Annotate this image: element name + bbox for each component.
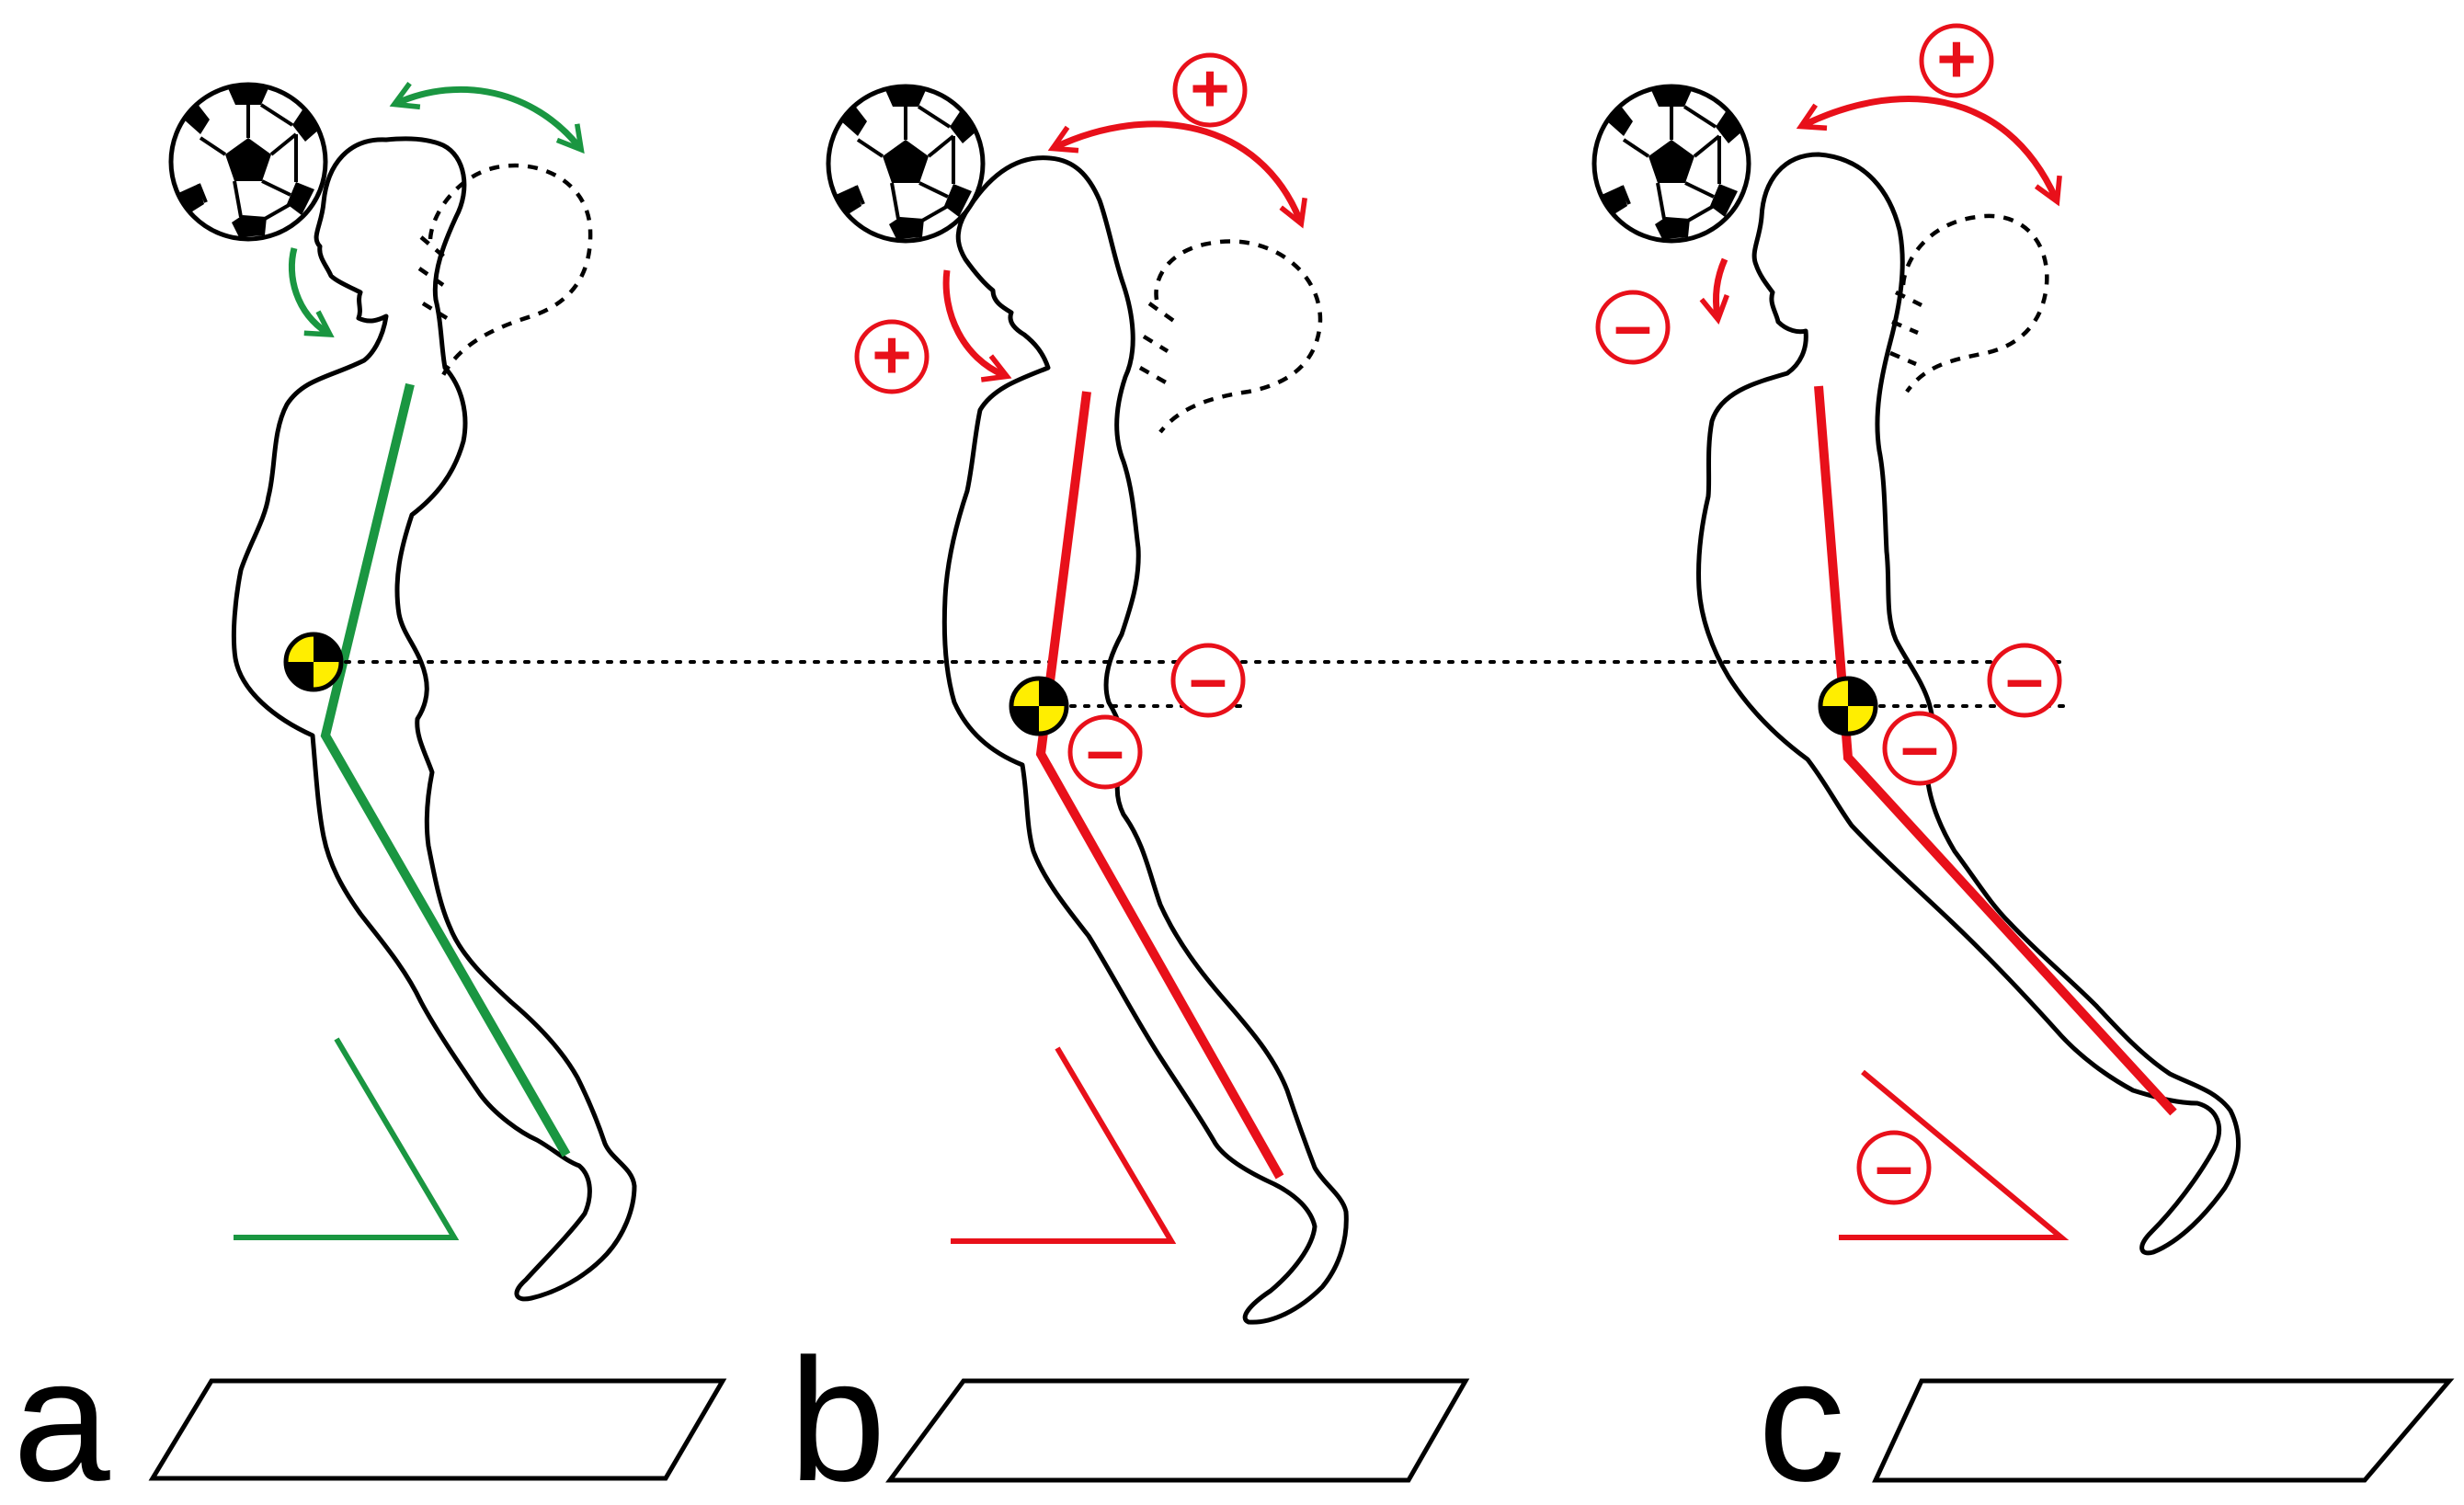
panel-a-soccer-ball-icon [171, 85, 325, 239]
panel-b-center-of-mass-sign: – [1170, 641, 1246, 718]
panel-c-body-outline [1695, 152, 2242, 1256]
panel-c-head-swing-sign: + [1919, 21, 1994, 98]
panel-a-head-start-position [428, 163, 593, 377]
panel-c-soccer-ball-icon [1594, 86, 1749, 241]
panel-a-head-swing-arrow [389, 82, 585, 154]
panel-b-center-of-gravity-marker-icon [1011, 678, 1067, 734]
panel-b-soccer-ball-icon [828, 86, 983, 241]
panel-b-lean-angle-indicator [951, 1046, 1177, 1244]
panel-b-hip-sign: – [1067, 713, 1143, 790]
panel-a-center-of-gravity-marker-icon [286, 634, 341, 690]
panel-c-hip-sign: – [1882, 709, 1957, 786]
panel-b-body-axis-line [1035, 391, 1284, 1180]
panel-a-lean-angle-indicator [234, 1037, 460, 1240]
panel-b-neck-flexion-sign: + [854, 317, 930, 394]
panel-c-lean-angle-indicator [1839, 1069, 2070, 1240]
svg-text:+: + [1936, 21, 1976, 97]
panel-a-label: a [13, 1323, 110, 1505]
panel-a-platform [148, 1378, 727, 1481]
panel-c: c + – – – – [1594, 21, 2455, 1505]
panel-b-neck-flexion-arrow [942, 269, 1012, 382]
svg-text:+: + [1190, 51, 1229, 127]
panel-c-head-swing-arrow [1796, 96, 2062, 207]
svg-text:–: – [1614, 288, 1651, 364]
panel-c-center-of-gravity-marker-icon [1820, 678, 1876, 734]
panel-c-lean-sign: – [1856, 1128, 1932, 1205]
panel-a-neck-flexion-arrow [288, 247, 335, 337]
panel-b-label: b [789, 1323, 886, 1505]
panel-c-head-start-position [1900, 213, 2049, 393]
svg-text:–: – [2005, 641, 2043, 717]
panel-c-center-of-mass-sign: – [1987, 641, 2062, 718]
panel-b-body-outline [941, 155, 1349, 1325]
panel-c-platform [1872, 1378, 2455, 1483]
panel-a: a [13, 82, 727, 1505]
panel-c-label: c [1758, 1323, 1845, 1505]
panel-a-body-axis-line [320, 382, 571, 1157]
panel-b-head-start-position [1154, 239, 1323, 434]
panel-b-head-swing-arrow [1047, 120, 1307, 229]
svg-text:–: – [1189, 641, 1226, 717]
panel-a-body-outline [231, 136, 637, 1302]
panel-b-platform [885, 1378, 1470, 1483]
panel-c-neck-flexion-arrow [1699, 257, 1729, 325]
svg-text:–: – [1086, 713, 1124, 789]
svg-text:–: – [1875, 1128, 1912, 1204]
panel-b-head-swing-sign: + [1172, 51, 1248, 128]
svg-text:–: – [1900, 709, 1938, 785]
panel-c-body-axis-line [1814, 385, 2177, 1116]
panel-b: b + + – – [789, 51, 1470, 1505]
panel-c-neck-flexion-sign: – [1595, 288, 1671, 365]
svg-text:+: + [872, 317, 911, 393]
